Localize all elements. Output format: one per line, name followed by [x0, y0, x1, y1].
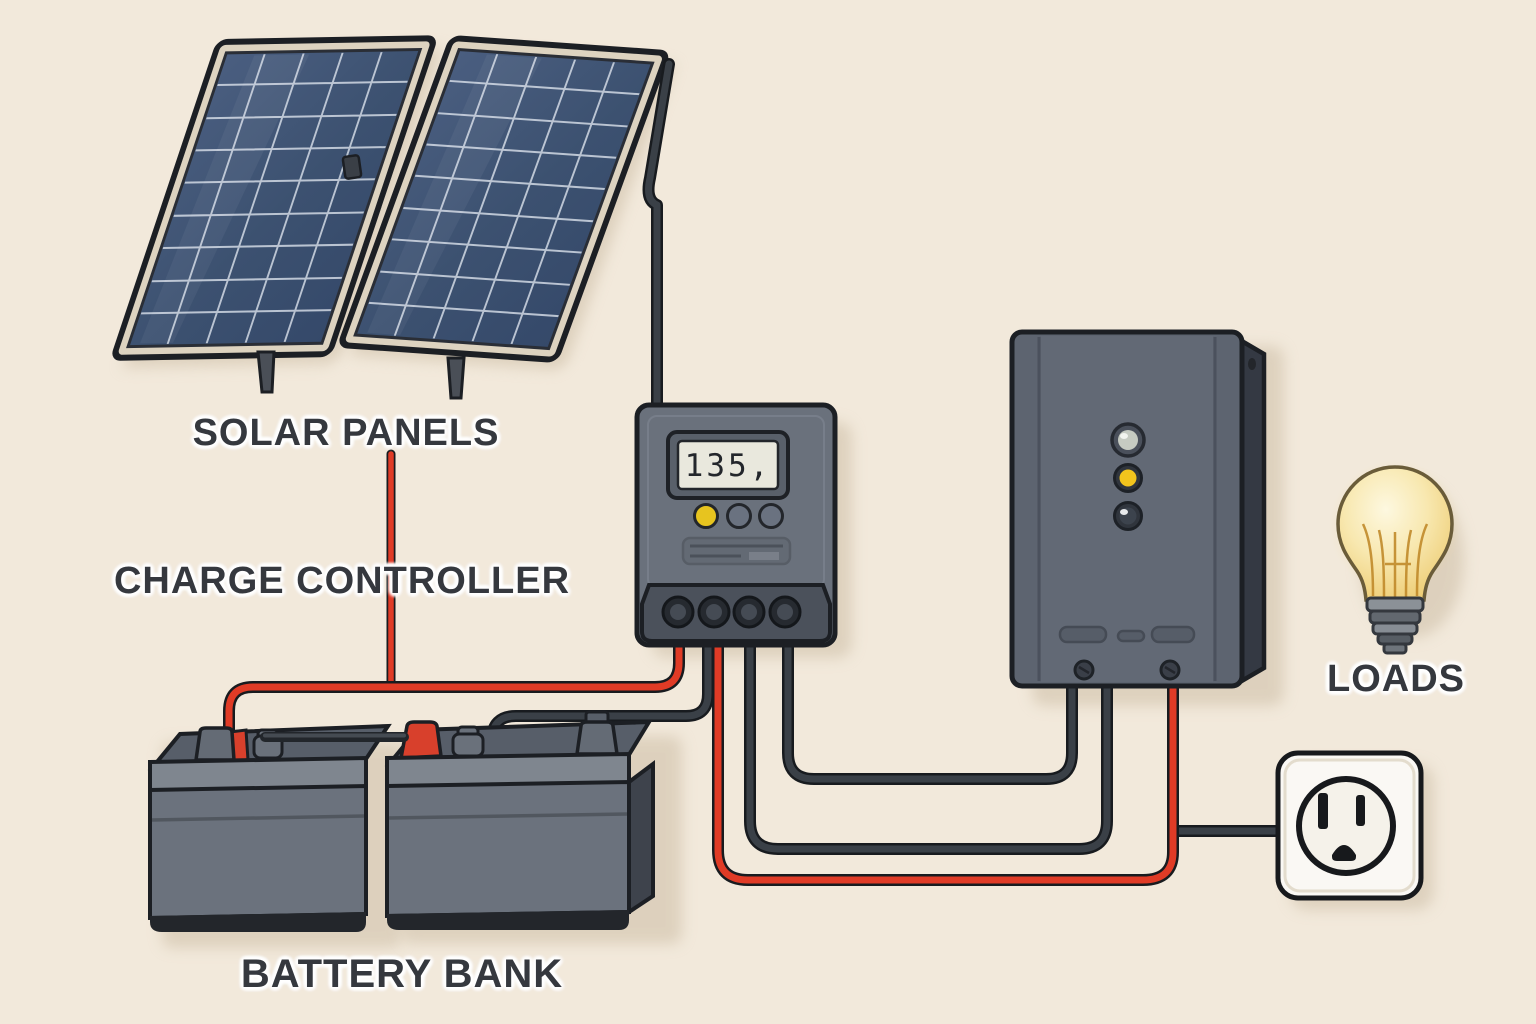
controller-terminal-1-inner	[670, 604, 686, 620]
battery1-mold-line	[151, 814, 365, 822]
charge-controller: 135,	[634, 402, 838, 648]
label-loads: LOADS	[1327, 658, 1465, 700]
inverter-seams	[1037, 337, 1217, 681]
inverter-slot-2	[1116, 629, 1146, 643]
inverter-screws	[1073, 659, 1181, 681]
bulb-base	[1365, 596, 1425, 655]
solar-panel-right	[339, 35, 673, 370]
inverter-screw-1-slot	[1078, 665, 1090, 675]
inverter-led-1-highlight	[1120, 433, 1128, 439]
wiring	[223, 58, 1290, 886]
label-charge-controller: CHARGE CONTROLLER	[113, 560, 571, 602]
panel-leg-left	[256, 350, 276, 394]
inverter-side-hole	[1248, 358, 1256, 370]
inverter-led-3-highlight	[1120, 509, 1128, 515]
outlet	[1275, 750, 1424, 901]
panel-cells	[126, 47, 423, 349]
controller-button-1[interactable]	[693, 503, 719, 529]
outlet-ground-hole	[1332, 845, 1356, 861]
panel-glare	[140, 54, 310, 344]
inverter-screw-2-slot	[1164, 665, 1176, 675]
outlet-slot-left	[1318, 793, 1328, 829]
label-battery-bank: BATTERY BANK	[240, 952, 564, 996]
panel-leg-right	[446, 356, 466, 400]
controller-vent	[681, 536, 792, 566]
outlet-slot-right	[1356, 795, 1365, 826]
inverter-led-1	[1118, 430, 1138, 450]
battery-2	[384, 710, 655, 930]
inverter-slot-1	[1058, 625, 1108, 644]
bulb-base-ring-2	[1368, 609, 1422, 625]
battery-1	[147, 723, 392, 932]
controller-terminal-3-inner	[741, 604, 757, 620]
inverter	[1009, 329, 1267, 689]
panel-connector-bracket	[341, 154, 363, 180]
controller-button-2[interactable]	[726, 503, 752, 529]
controller-to-inverter-wire-2-core	[746, 634, 1111, 853]
light-bulb	[1307, 438, 1483, 655]
controller-terminal-4-inner	[777, 604, 793, 620]
bulb-base-tip	[1382, 642, 1408, 655]
panel-glare	[367, 54, 542, 336]
inverter-slot-3	[1150, 625, 1196, 644]
bulb-base-ring-3	[1371, 621, 1419, 636]
controller-vent-tab	[749, 552, 779, 560]
controller-button-3[interactable]	[758, 503, 784, 529]
controller-terminal-2-inner	[706, 604, 722, 620]
battery1-base	[150, 912, 366, 932]
solar-to-controller-wire-core	[645, 60, 673, 416]
inverter-slots	[1058, 625, 1196, 644]
battery1-front	[148, 783, 368, 921]
inverter-leds	[1110, 422, 1146, 531]
bulb-filament	[1361, 523, 1429, 599]
controller-to-battery-positive-wire-core	[225, 636, 683, 754]
controller-lcd	[676, 439, 780, 491]
battery2-positive-cover	[398, 720, 443, 760]
controller-terminals	[661, 595, 802, 629]
panel-grid	[368, 54, 640, 344]
outlet-plate-bevel	[1283, 758, 1416, 893]
inverter-led-2	[1119, 469, 1137, 487]
panel-cells	[353, 47, 655, 351]
battery2-terminal-2	[451, 732, 485, 758]
label-solar-panels: SOLAR PANELS	[192, 412, 500, 454]
controller-to-inverter-positive-wire-core	[714, 636, 1177, 884]
controller-lcd-value: 135,	[685, 448, 772, 484]
battery2-front	[385, 779, 631, 919]
battery2-side	[627, 760, 655, 916]
battery2-mold-line	[388, 812, 628, 820]
battery2-base	[387, 910, 629, 930]
panel-grid	[140, 52, 408, 344]
controller-to-inverter-wire-1-core	[784, 634, 1076, 783]
battery1-terminal-1	[193, 726, 236, 762]
battery2-terminal-3	[574, 720, 620, 756]
controller-vent-lines	[690, 544, 783, 558]
bulb-base-ring-1	[1365, 596, 1425, 613]
